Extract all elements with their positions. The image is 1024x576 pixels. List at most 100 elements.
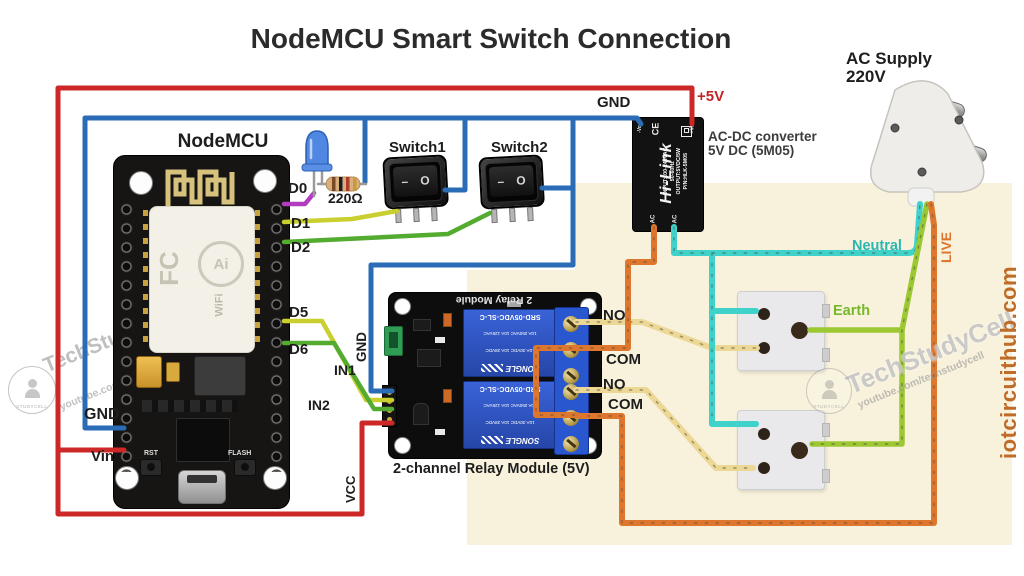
resistor-band xyxy=(332,177,336,191)
switch1-label: Switch1 xyxy=(389,139,446,156)
wifi-antenna-icon xyxy=(165,169,235,210)
terminal-block xyxy=(554,307,589,455)
switch-pin xyxy=(430,206,438,222)
ac-plug xyxy=(870,80,987,207)
switch-pin xyxy=(508,207,516,223)
ic-chip xyxy=(413,319,431,331)
d5-label: D5 xyxy=(289,304,309,321)
stamp-person-body-icon xyxy=(821,390,837,400)
switch-pin xyxy=(395,208,402,224)
watermark-stamp-left: STUDYCELL xyxy=(8,366,56,414)
esp8266-module-sticker: FC Ai WiFi xyxy=(149,206,255,353)
transistor xyxy=(413,403,429,425)
plus5v-label: +5V xyxy=(697,88,725,105)
relay-1: SONGLE 10A 30VDC 10A 28VDC 10A 250VAC 10… xyxy=(463,309,557,377)
socket-tab xyxy=(822,348,830,362)
resistor-value-label: 220Ω xyxy=(328,190,363,206)
resistor-band xyxy=(353,177,357,191)
in1-label: IN1 xyxy=(334,362,356,378)
terminal-screw-com2 xyxy=(563,410,579,426)
relay-board-silkscreen: 2 Relay Module xyxy=(455,294,533,306)
live-label: LIVE xyxy=(938,231,954,263)
socket-hole-earth xyxy=(791,322,808,339)
acdc-converter-module: Hi-Link INPUT:100-240VAC 50-60Hz OUTPUT:… xyxy=(632,117,704,232)
ac-supply-line2: 220V xyxy=(846,66,886,86)
terminal-screw-nc2 xyxy=(563,436,579,452)
switch-pin xyxy=(412,207,420,223)
mount-hole xyxy=(394,437,411,454)
power-socket-1 xyxy=(737,291,830,371)
switch-circle-mark: O xyxy=(515,173,526,188)
terminal-screw-nc1 xyxy=(563,368,579,384)
converter-caption-line1: AC-DC converter xyxy=(708,129,817,144)
module-pads xyxy=(255,210,260,345)
ai-thinker-logo: Ai xyxy=(198,241,244,287)
relay-stripes-icon xyxy=(480,436,503,445)
pin-ac1: AC xyxy=(650,214,657,224)
terminal-screw-com1 xyxy=(563,342,579,358)
nodemcu-board: FC Ai WiFi RST FLASH xyxy=(113,155,290,509)
resistor-smd xyxy=(443,389,452,403)
control-pin-header xyxy=(382,385,397,427)
input-terminal-green xyxy=(384,326,403,356)
micro-usb-port xyxy=(178,470,226,504)
d2-label: D2 xyxy=(291,239,311,256)
in2-label: IN2 xyxy=(308,397,330,413)
socket-tab xyxy=(822,423,830,437)
relay-caption: 2-channel Relay Module (5V) xyxy=(393,461,590,477)
pin-header-right xyxy=(268,200,285,472)
stamp-person-body-icon xyxy=(24,389,40,399)
resistor-body xyxy=(325,176,361,192)
socket-hole-neutral xyxy=(758,428,770,440)
socket-tab xyxy=(822,304,830,318)
capacitor-yellow xyxy=(136,356,162,388)
switch-dash-mark: – xyxy=(401,174,409,189)
flash-button xyxy=(234,459,256,476)
plug-screw xyxy=(917,167,927,177)
pin-pos-vo: +Vo xyxy=(689,124,696,134)
ic-chip xyxy=(417,349,441,367)
module-pads xyxy=(143,210,148,345)
switch-circle-mark: O xyxy=(419,173,430,188)
relay-rating-dc: 10A 30VDC 10A 28VDC xyxy=(485,419,535,425)
pin-ac2: AC xyxy=(672,214,679,224)
gnd-left-label: GND xyxy=(84,406,120,423)
plug-body xyxy=(870,80,985,193)
stamp-text: STUDYCELL xyxy=(16,404,48,409)
relay-module-board: 2 Relay Module SONGLE 10A 30VDC 10A 28VD… xyxy=(382,292,602,459)
plug-screw xyxy=(954,115,964,125)
terminal-screw-no2 xyxy=(563,384,579,400)
socket-hole-earth xyxy=(791,442,808,459)
pin-header-left xyxy=(118,200,135,472)
rst-button xyxy=(140,459,162,476)
ac-supply-line1: AC Supply xyxy=(846,49,932,68)
d1-label: D1 xyxy=(291,215,311,232)
relay-rating-ac: 10A 250VAC 10A 125VAC xyxy=(483,331,537,337)
ai-logo-text: Ai xyxy=(213,255,229,273)
ce-mark: CE xyxy=(650,122,661,136)
rst-label: RST xyxy=(144,450,158,457)
relay-brand: SONGLE xyxy=(505,364,540,373)
d6-label: D6 xyxy=(289,341,309,358)
silkscreen-mark xyxy=(435,337,445,343)
spec-freq: 50-60Hz xyxy=(669,161,676,182)
no1-label: NO xyxy=(603,307,626,324)
com2-label: COM xyxy=(608,396,643,413)
vin-label: Vin xyxy=(91,448,115,465)
ac-supply-label: AC Supply 220V xyxy=(846,50,932,86)
socket-hole-neutral xyxy=(758,308,770,320)
passive-components-row xyxy=(142,400,238,412)
flash-label: FLASH xyxy=(228,450,252,457)
stamp-person-icon xyxy=(824,380,834,390)
led-body xyxy=(305,130,329,167)
relay-rating-dc: 10A 30VDC 10A 28VDC xyxy=(485,347,535,353)
socket-tab xyxy=(822,469,830,483)
earth-label: Earth xyxy=(833,303,871,319)
stamp-person-icon xyxy=(27,378,37,388)
fcc-logo: FC xyxy=(153,251,184,286)
nodemcu-title: NodeMCU xyxy=(177,131,269,152)
com1-label: COM xyxy=(606,351,641,368)
usb-slot xyxy=(187,475,217,483)
spec-input: INPUT:100-240VAC xyxy=(662,147,669,195)
